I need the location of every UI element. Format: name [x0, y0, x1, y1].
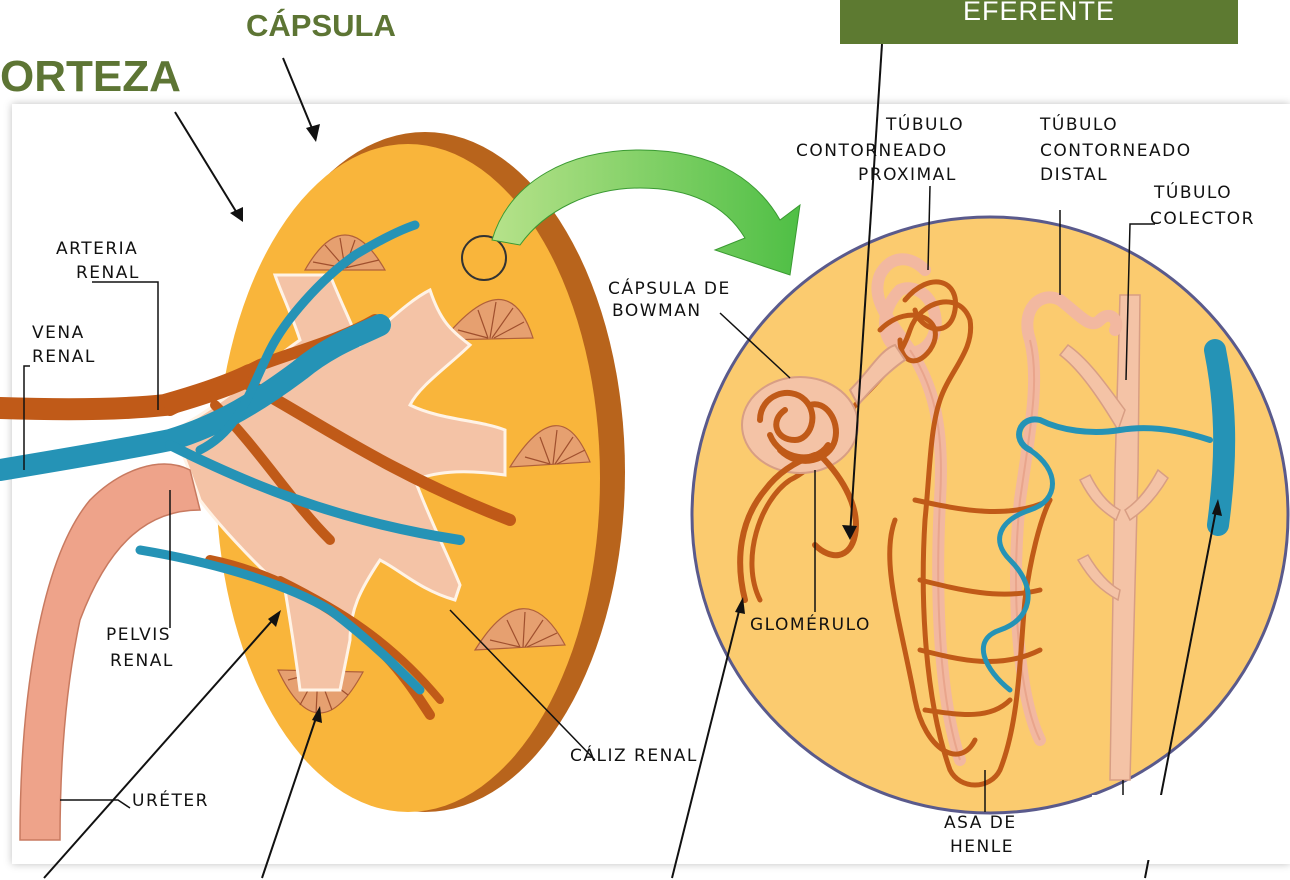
label-ureter: URÉTER	[132, 790, 209, 812]
label-capsula-bowman-2: BOWMAN	[612, 300, 702, 322]
label-tubulo-colector-2: COLECTOR	[1150, 208, 1255, 230]
label-arteria-renal-1: ARTERIA	[56, 238, 138, 260]
label-capsula: CÁPSULA	[246, 8, 396, 44]
label-tubulo-proximal-3: PROXIMAL	[858, 164, 957, 186]
label-asa-henle-1: ASA DE	[944, 812, 1017, 834]
label-vena-renal-1: VENA	[32, 322, 85, 344]
label-tubulo-distal-1: TÚBULO	[1040, 114, 1118, 136]
efferent-label-box: EFERENTE	[840, 0, 1238, 44]
label-pelvis-renal-2: RENAL	[110, 650, 174, 672]
label-vena-renal-2: RENAL	[32, 346, 96, 368]
label-pelvis-renal-1: PELVIS	[106, 624, 171, 646]
label-tubulo-distal-3: DISTAL	[1040, 164, 1108, 186]
label-glomerulo: GLOMÉRULO	[750, 614, 871, 636]
label-eferente: EFERENTE	[840, 0, 1238, 27]
label-tubulo-proximal-2: CONTORNEADO	[796, 140, 948, 162]
label-tubulo-proximal-1: TÚBULO	[886, 114, 964, 136]
label-tubulo-distal-2: CONTORNEADO	[1040, 140, 1192, 162]
label-asa-henle-2: HENLE	[950, 836, 1014, 858]
label-tubulo-colector-1: TÚBULO	[1154, 182, 1232, 204]
blank-label-box	[1092, 795, 1242, 860]
label-arteria-renal-2: RENAL	[76, 262, 140, 284]
nephron-circle	[692, 217, 1288, 813]
label-caliz-renal: CÁLIZ RENAL	[570, 745, 698, 767]
label-capsula-bowman-1: CÁPSULA DE	[608, 278, 731, 300]
label-corteza: ORTEZA	[0, 52, 181, 102]
